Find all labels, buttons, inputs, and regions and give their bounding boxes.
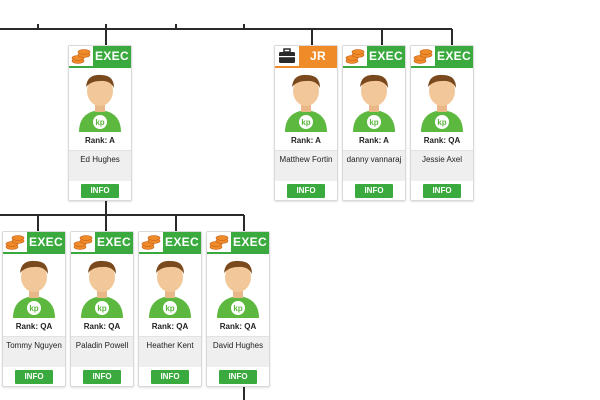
name-box: Tommy Nguyen bbox=[3, 336, 65, 367]
coins-icon bbox=[411, 46, 435, 66]
employee-name: Heather Kent bbox=[146, 341, 194, 350]
name-box: David Hughes bbox=[207, 336, 269, 367]
header-underline bbox=[69, 66, 131, 68]
svg-text:kp: kp bbox=[437, 118, 446, 127]
header-underline bbox=[411, 66, 473, 68]
header-underline bbox=[3, 252, 65, 254]
card-header: EXEC bbox=[207, 232, 269, 252]
employee-name: Paladin Powell bbox=[75, 341, 129, 350]
card-header: EXEC bbox=[139, 232, 201, 252]
name-box: Jessie Axel bbox=[411, 150, 473, 181]
employee-card[interactable]: EXEC kp Rank: QA Tommy Nguyen INFO bbox=[2, 231, 66, 387]
info-button[interactable]: INFO bbox=[355, 184, 393, 198]
employee-card[interactable]: EXEC kp Rank: QA Heather Kent INFO bbox=[138, 231, 202, 387]
svg-text:kp: kp bbox=[369, 118, 378, 127]
card-header: EXEC bbox=[69, 46, 131, 66]
info-button[interactable]: INFO bbox=[219, 370, 257, 384]
header-underline bbox=[139, 252, 201, 254]
header-underline bbox=[343, 66, 405, 68]
header-underline bbox=[275, 66, 337, 68]
name-box: Matthew Fortin bbox=[275, 150, 337, 181]
svg-text:kp: kp bbox=[301, 118, 310, 127]
employee-name: danny vannaraj bbox=[346, 155, 402, 164]
person-avatar-icon: kp bbox=[215, 256, 261, 318]
coins-icon bbox=[139, 232, 163, 252]
employee-card[interactable]: EXEC kp Rank: QA Paladin Powell INFO bbox=[70, 231, 134, 387]
employee-card[interactable]: JR kp Rank: A Matthew Fortin INFO bbox=[274, 45, 338, 201]
rank-label: Rank: QA bbox=[423, 136, 461, 145]
rank-label: Rank: QA bbox=[219, 322, 257, 331]
rank-label: Rank: QA bbox=[151, 322, 189, 331]
svg-text:kp: kp bbox=[95, 118, 104, 127]
employee-card[interactable]: EXEC kp Rank: QA Jessie Axel INFO bbox=[410, 45, 474, 201]
card-header: JR bbox=[275, 46, 337, 66]
person-avatar-icon: kp bbox=[283, 70, 329, 132]
rank-label: Rank: QA bbox=[83, 322, 121, 331]
card-header: EXEC bbox=[411, 46, 473, 66]
employee-card[interactable]: EXEC kp Rank: QA David Hughes INFO bbox=[206, 231, 270, 387]
svg-text:kp: kp bbox=[29, 304, 38, 313]
name-box: Paladin Powell bbox=[71, 336, 133, 367]
card-header: EXEC bbox=[71, 232, 133, 252]
rank-label: Rank: A bbox=[85, 136, 115, 145]
info-button[interactable]: INFO bbox=[423, 184, 461, 198]
coins-icon bbox=[69, 46, 93, 66]
employee-card[interactable]: EXEC kp Rank: A danny vannaraj INFO bbox=[342, 45, 406, 201]
person-avatar-icon: kp bbox=[11, 256, 57, 318]
person-avatar-icon: kp bbox=[147, 256, 193, 318]
employee-name: Jessie Axel bbox=[421, 155, 463, 164]
person-avatar-icon: kp bbox=[79, 256, 125, 318]
level-badge: JR bbox=[299, 46, 337, 66]
info-button[interactable]: INFO bbox=[83, 370, 121, 384]
coins-icon bbox=[207, 232, 231, 252]
coins-icon bbox=[343, 46, 367, 66]
rank-label: Rank: A bbox=[291, 136, 321, 145]
level-badge: EXEC bbox=[367, 46, 405, 66]
coins-icon bbox=[3, 232, 27, 252]
employee-card[interactable]: EXEC kp Rank: A Ed Hughes INFO bbox=[68, 45, 132, 201]
name-box: Heather Kent bbox=[139, 336, 201, 367]
info-button[interactable]: INFO bbox=[151, 370, 189, 384]
level-badge: EXEC bbox=[163, 232, 201, 252]
employee-name: Tommy Nguyen bbox=[6, 341, 62, 350]
info-button[interactable]: INFO bbox=[15, 370, 53, 384]
name-box: danny vannaraj bbox=[343, 150, 405, 181]
svg-text:kp: kp bbox=[97, 304, 106, 313]
name-box: Ed Hughes bbox=[69, 150, 131, 181]
level-badge: EXEC bbox=[95, 232, 133, 252]
card-header: EXEC bbox=[3, 232, 65, 252]
level-badge: EXEC bbox=[435, 46, 473, 66]
person-avatar-icon: kp bbox=[77, 70, 123, 132]
svg-text:kp: kp bbox=[233, 304, 242, 313]
info-button[interactable]: INFO bbox=[287, 184, 325, 198]
person-avatar-icon: kp bbox=[351, 70, 397, 132]
employee-name: David Hughes bbox=[212, 341, 264, 350]
level-badge: EXEC bbox=[231, 232, 269, 252]
employee-name: Matthew Fortin bbox=[279, 155, 333, 164]
coins-icon bbox=[71, 232, 95, 252]
level-badge: EXEC bbox=[27, 232, 65, 252]
header-underline bbox=[207, 252, 269, 254]
person-avatar-icon: kp bbox=[419, 70, 465, 132]
card-header: EXEC bbox=[343, 46, 405, 66]
rank-label: Rank: A bbox=[359, 136, 389, 145]
info-button[interactable]: INFO bbox=[81, 184, 119, 198]
level-badge: EXEC bbox=[93, 46, 131, 66]
rank-label: Rank: QA bbox=[15, 322, 53, 331]
header-underline bbox=[71, 252, 133, 254]
briefcase-icon bbox=[275, 46, 299, 66]
employee-name: Ed Hughes bbox=[80, 155, 120, 164]
svg-text:kp: kp bbox=[165, 304, 174, 313]
